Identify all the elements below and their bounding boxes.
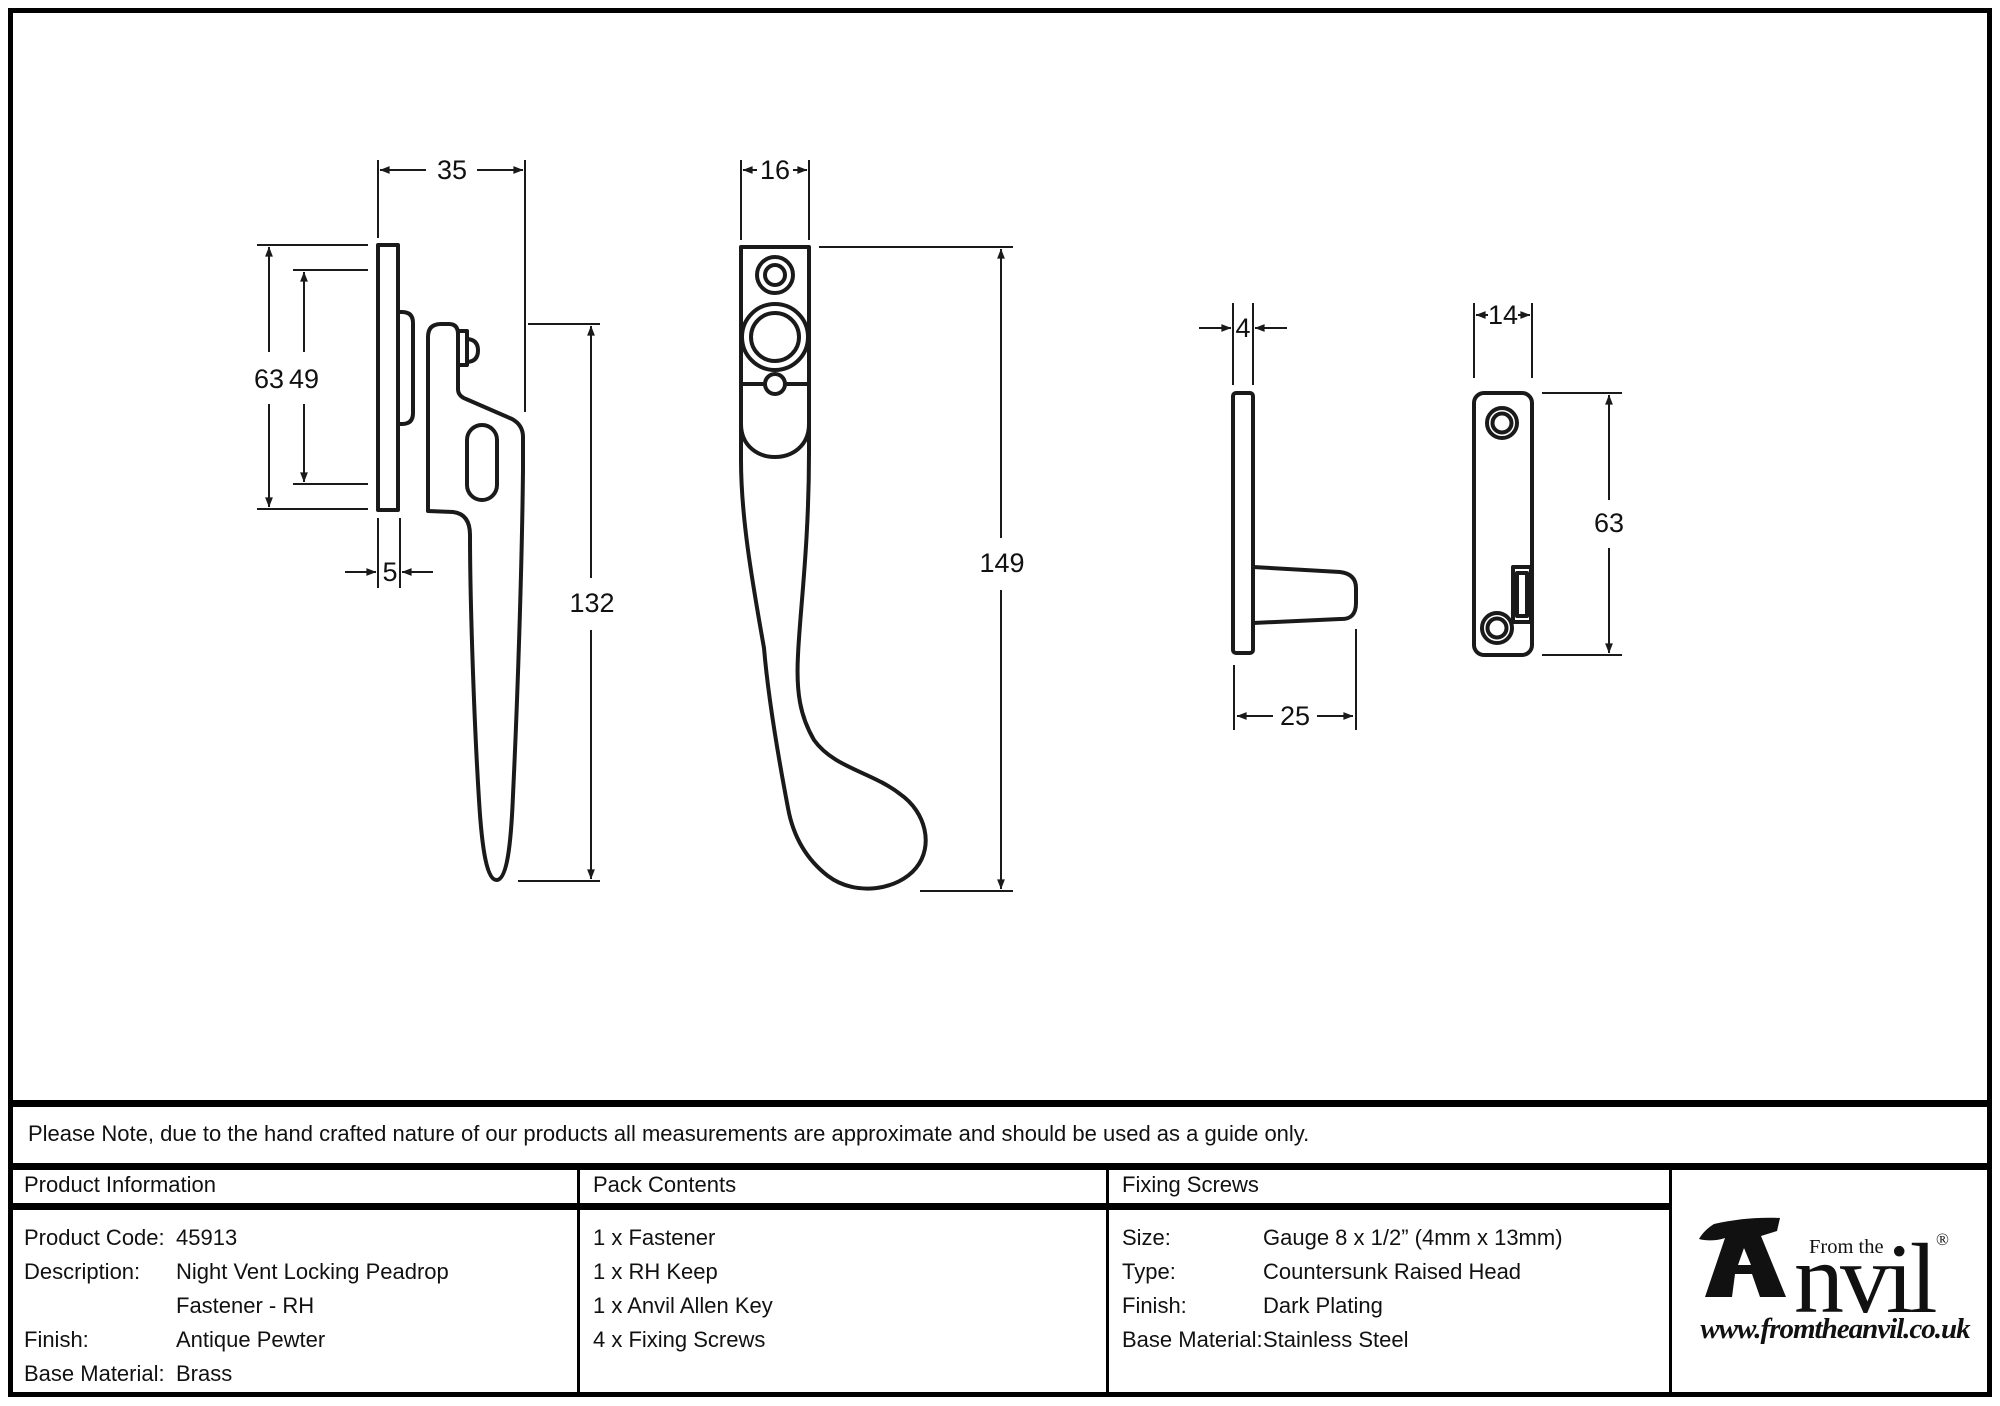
column-divider-2 bbox=[1106, 1163, 1109, 1393]
keep-front-view: 14 63 bbox=[1472, 300, 1624, 657]
keep-plate-side bbox=[1231, 391, 1255, 655]
from-the-anvil-logo: From the nvil ® www.fromtheanvil.co.uk bbox=[1699, 1217, 1972, 1345]
header-row-bottom-border bbox=[8, 1203, 1672, 1210]
fixing-screws-header: Fixing Screws bbox=[1122, 1172, 1259, 1197]
row-label: Size: bbox=[1122, 1225, 1171, 1250]
table-row: Finish: Antique Pewter bbox=[24, 1323, 449, 1357]
dim-label-25: 25 bbox=[1280, 701, 1310, 731]
dim-label-132: 132 bbox=[569, 588, 614, 618]
keep-screw-hole-bottom-inner bbox=[1485, 616, 1509, 640]
fastener-body-handle bbox=[426, 322, 525, 882]
fastener-front-outline bbox=[739, 245, 928, 891]
note-row-top-border bbox=[8, 1100, 1992, 1107]
keep-side-view: 4 25 bbox=[1199, 303, 1358, 731]
locking-screw-head bbox=[465, 337, 480, 364]
row-value: Brass bbox=[176, 1361, 233, 1386]
row-value: 45913 bbox=[176, 1225, 238, 1250]
dim-inner-height: 49 bbox=[289, 269, 368, 485]
dim-fastener-width: 16 bbox=[740, 155, 810, 240]
keep-slot-inner bbox=[1515, 571, 1529, 618]
lock-barrel-inner bbox=[749, 311, 801, 363]
row-value: Dark Plating bbox=[1263, 1293, 1383, 1318]
row-label: Product Code: bbox=[24, 1225, 165, 1250]
dim-label-63: 63 bbox=[254, 364, 284, 394]
logo-brand-text: nvil bbox=[1794, 1223, 1936, 1334]
row-label: Finish: bbox=[1122, 1293, 1187, 1318]
locking-screw-side bbox=[456, 329, 469, 367]
dim-keep-depth: 25 bbox=[1233, 629, 1357, 731]
product-information-header: Product Information bbox=[24, 1172, 216, 1197]
fastener-side-view: 35 63 49 5 bbox=[254, 155, 615, 882]
registered-trademark-icon: ® bbox=[1936, 1230, 1949, 1249]
keep-screw-hole-bottom-outer bbox=[1480, 611, 1514, 645]
lock-barrel-outer bbox=[740, 302, 810, 372]
dim-label-149: 149 bbox=[979, 548, 1024, 578]
list-item: 1 x RH Keep bbox=[593, 1259, 718, 1284]
row-value: Countersunk Raised Head bbox=[1263, 1259, 1522, 1284]
measurement-note: Please Note, due to the hand crafted nat… bbox=[28, 1121, 1310, 1146]
dim-fastener-height: 149 bbox=[819, 246, 1025, 892]
dim-label-49: 49 bbox=[289, 364, 319, 394]
logo-website: www.fromtheanvil.co.uk bbox=[1700, 1313, 1971, 1345]
dim-keep-height: 63 bbox=[1542, 392, 1624, 656]
table-row: Fastener - RH bbox=[24, 1289, 449, 1323]
table-top-border bbox=[8, 1163, 1992, 1170]
column-divider-1 bbox=[577, 1163, 580, 1393]
table-row: Base Material:Stainless Steel bbox=[1122, 1323, 1563, 1357]
logo-prefix: From the bbox=[1809, 1236, 1884, 1258]
anvil-icon bbox=[1699, 1217, 1786, 1297]
table-row: Finish: Dark Plating bbox=[1122, 1289, 1563, 1323]
row-value: Gauge 8 x 1/2” (4mm x 13mm) bbox=[1263, 1225, 1563, 1250]
screw-hole-outer bbox=[755, 255, 795, 295]
fixing-slot bbox=[465, 423, 499, 502]
row-label: Description: bbox=[24, 1259, 141, 1284]
row-label: Base Material: bbox=[1122, 1327, 1263, 1352]
keep-plate-front bbox=[1472, 391, 1534, 657]
row-label: Type: bbox=[1122, 1259, 1176, 1284]
table-row: Type: Countersunk Raised Head bbox=[1122, 1255, 1563, 1289]
technical-drawing: 35 63 49 5 bbox=[254, 155, 1624, 892]
keep-screw-hole-top-inner bbox=[1490, 411, 1514, 435]
fastener-step bbox=[396, 310, 415, 426]
list-item: 1 x Anvil Allen Key bbox=[593, 1293, 773, 1318]
page-border bbox=[8, 8, 1992, 1397]
fixing-screws-cell: Size: Gauge 8 x 1/2” (4mm x 13mm) Type: Co… bbox=[1122, 1221, 1563, 1357]
row-value: Fastener - RH bbox=[176, 1293, 315, 1318]
product-information-cell: Product Code: 45913 Description: Night Ven… bbox=[24, 1221, 449, 1391]
column-divider-3 bbox=[1669, 1163, 1672, 1393]
row-value: Stainless Steel bbox=[1263, 1327, 1409, 1352]
dim-label-14: 14 bbox=[1488, 300, 1518, 330]
row-value: Antique Pewter bbox=[176, 1327, 326, 1352]
dim-label-5: 5 bbox=[382, 557, 397, 587]
dim-keep-width: 14 bbox=[1473, 300, 1533, 378]
pack-contents-header: Pack Contents bbox=[593, 1172, 737, 1197]
dim-label-keep-63: 63 bbox=[1594, 508, 1624, 538]
table-row: Description: Night Vent Locking Peadrop bbox=[24, 1255, 449, 1289]
dim-plate-thickness: 5 bbox=[345, 518, 433, 588]
housing-cup bbox=[739, 422, 811, 459]
pack-contents-cell: 1 x Fastener 1 x RH Keep 1 x Anvil Allen… bbox=[593, 1221, 773, 1357]
row-label: Base Material: bbox=[24, 1361, 165, 1386]
keep-slot-outer bbox=[1511, 565, 1533, 624]
keep-tongue bbox=[1251, 565, 1358, 625]
keep-screw-hole-top-outer bbox=[1485, 406, 1519, 440]
table-row: Product Code: 45913 bbox=[24, 1221, 449, 1255]
table-row: Size: Gauge 8 x 1/2” (4mm x 13mm) bbox=[1122, 1221, 1563, 1255]
dim-fastener-depth: 35 bbox=[377, 155, 526, 412]
dim-label-4: 4 bbox=[1235, 313, 1250, 343]
row-label: Finish: bbox=[24, 1327, 89, 1352]
row-value: Night Vent Locking Peadrop bbox=[176, 1259, 449, 1284]
list-item: 1 x Fastener bbox=[593, 1225, 716, 1250]
fastener-backplate-side bbox=[376, 243, 400, 512]
dim-handle-length: 132 bbox=[518, 323, 615, 882]
table-row: Base Material: Brass bbox=[24, 1357, 449, 1391]
screw-hole-inner bbox=[763, 263, 787, 287]
dim-label-16: 16 bbox=[760, 155, 790, 185]
fastener-front-view: 16 149 bbox=[739, 155, 1025, 892]
lock-pin bbox=[763, 372, 787, 396]
dim-plate-height: 63 bbox=[254, 244, 368, 510]
dim-label-35: 35 bbox=[437, 155, 467, 185]
dim-keep-thickness: 4 bbox=[1199, 303, 1287, 385]
list-item: 4 x Fixing Screws bbox=[593, 1327, 766, 1352]
